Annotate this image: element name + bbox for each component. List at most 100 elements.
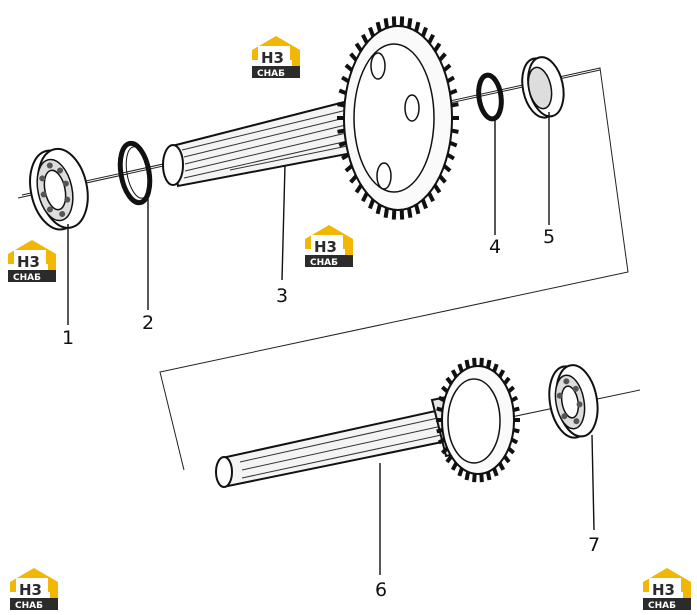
gear-tooth <box>479 357 484 367</box>
gear-tooth <box>503 455 511 464</box>
gear-tooth <box>446 75 455 84</box>
gear-tooth <box>492 467 499 477</box>
leader-lines <box>67 112 595 575</box>
callout-label-4: 4 <box>489 236 501 258</box>
gear-tooth <box>451 102 459 108</box>
gear-tooth <box>510 395 519 403</box>
gear-tooth <box>433 184 442 194</box>
gear-tooth <box>440 385 449 394</box>
gear-tooth <box>407 207 413 218</box>
gear-tooth <box>338 140 347 148</box>
gear-tooth <box>338 88 347 96</box>
callout-label-3: 3 <box>276 285 288 307</box>
callout-label-7: 7 <box>588 534 600 556</box>
gear-tooth <box>420 198 428 210</box>
gear-tooth <box>442 63 452 72</box>
gear-tooth <box>497 369 506 378</box>
gear-tooth <box>457 363 464 373</box>
gear-tooth <box>344 164 354 173</box>
gear-tooth <box>436 427 444 434</box>
logo-text-top: H3 <box>261 49 284 67</box>
gear-tooth <box>437 395 446 403</box>
bearing-part-7 <box>548 364 599 439</box>
gear-tooth <box>449 88 458 96</box>
gear-tooth <box>407 18 413 29</box>
gear-tooth <box>344 63 354 72</box>
logo-text-bottom: СНАБ <box>648 601 676 611</box>
gear-tooth <box>420 26 428 38</box>
gear-tooth <box>414 21 421 32</box>
gear-tooth <box>503 376 511 385</box>
gear-shaft-part-3 <box>162 16 459 220</box>
leader-line-3 <box>281 164 286 281</box>
gear-tooth <box>485 471 492 481</box>
gear-tooth <box>438 52 447 62</box>
gear-tooth <box>436 406 444 413</box>
gear-tooth <box>445 376 453 385</box>
gear-tooth <box>361 33 369 44</box>
callout-label-1: 1 <box>62 327 74 349</box>
logo-text-bottom: СНАБ <box>13 273 41 283</box>
gear-tooth <box>479 473 484 483</box>
gear-tooth <box>464 359 471 369</box>
leader-line-7 <box>591 434 595 531</box>
logo-text-bottom: СНАБ <box>310 258 338 268</box>
gear-tooth <box>507 385 516 394</box>
gear-tooth <box>349 174 358 184</box>
gear-tooth <box>427 192 435 203</box>
snap-ring-part-4 <box>476 72 504 122</box>
snap-ring-part-2 <box>117 140 153 206</box>
gear-tooth <box>414 204 421 215</box>
gear-shaft-part-6 <box>215 357 520 488</box>
gear-tooth <box>349 52 358 62</box>
gear-tooth <box>451 128 459 134</box>
gear-tooth <box>512 406 520 413</box>
gear-tooth <box>445 455 453 464</box>
gear-tooth <box>450 462 459 471</box>
bearing-part-1 <box>29 147 89 231</box>
gear-tooth <box>472 357 477 367</box>
gear-tooth <box>438 174 447 184</box>
logo-text-top: H3 <box>314 238 337 256</box>
gear-tooth <box>450 369 459 378</box>
gear-tooth <box>507 446 516 455</box>
logo-text-top: H3 <box>19 581 42 599</box>
callout-label-6: 6 <box>375 579 387 601</box>
gear-tooth <box>427 33 435 44</box>
gear-tooth <box>485 359 492 369</box>
gear-tooth <box>497 462 506 471</box>
gear-tooth <box>354 184 363 194</box>
gear-tooth <box>457 467 464 477</box>
logo-text-bottom: СНАБ <box>15 601 43 611</box>
gear-tooth <box>433 42 442 52</box>
gear-tooth <box>512 427 520 434</box>
gear-tooth <box>368 26 376 38</box>
gear-tooth <box>449 140 458 148</box>
gear-tooth <box>446 152 455 161</box>
gear-tooth <box>383 18 389 29</box>
gear-tooth <box>341 152 350 161</box>
gear-tooth <box>440 446 449 455</box>
gear-tooth <box>337 102 345 108</box>
gear-tooth <box>361 192 369 203</box>
logo-text-top: H3 <box>17 253 40 271</box>
gear-tooth <box>492 363 499 373</box>
logo-text-bottom: СНАБ <box>257 69 285 79</box>
gear-tooth <box>510 437 519 445</box>
gear-tooth <box>341 75 350 84</box>
gear-tooth <box>375 21 382 32</box>
gear-tooth <box>442 164 452 173</box>
callout-labels: 1 2 3 4 5 6 7 <box>62 226 600 601</box>
gear-tooth <box>375 204 382 215</box>
gear-tooth <box>337 128 345 134</box>
callout-label-5: 5 <box>543 226 555 248</box>
gear-tooth <box>354 42 363 52</box>
gear-tooth <box>437 437 446 445</box>
logo-text-top: H3 <box>652 581 675 599</box>
